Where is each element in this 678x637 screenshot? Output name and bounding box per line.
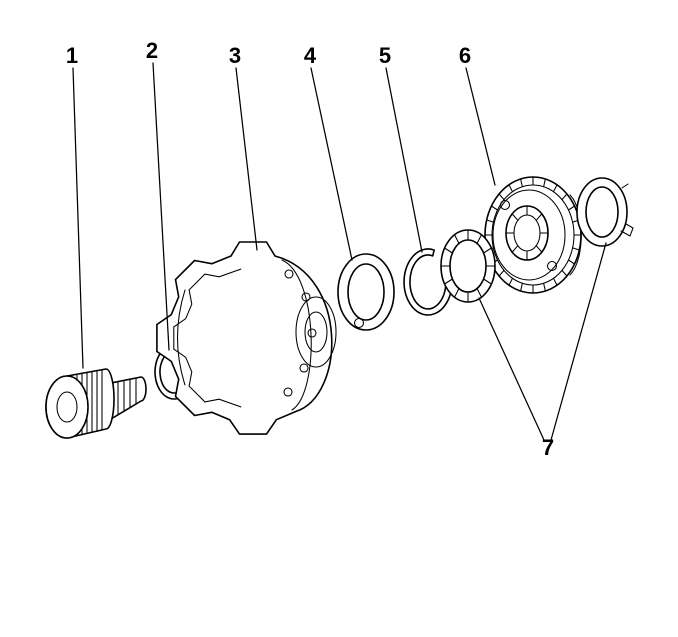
drum-bolt-hole xyxy=(301,292,311,302)
bearing-front-inner xyxy=(449,239,487,293)
carrier-depth-contour xyxy=(569,194,582,276)
part-bearing-ring-front xyxy=(440,229,496,303)
bearing-rear-tab xyxy=(620,183,634,237)
bearing-front-rollers xyxy=(440,229,496,303)
part-thrust-washer xyxy=(337,253,395,331)
carrier-sun-gear-splines xyxy=(505,205,549,261)
pinion-bore xyxy=(56,391,78,423)
drum-left-contour xyxy=(176,289,186,386)
leader-line-6 xyxy=(465,67,496,186)
drum-bolt-hole xyxy=(299,363,309,373)
leader-line-4 xyxy=(310,67,353,261)
part-bearing-ring-rear xyxy=(576,177,634,247)
carrier-face xyxy=(492,189,566,281)
drum-bolt-hole xyxy=(307,328,317,338)
part-input-pinion-gear xyxy=(45,368,147,439)
leader-line-7b xyxy=(550,242,607,441)
leader-line-7a xyxy=(478,297,545,441)
carrier-pinion-pin xyxy=(546,260,558,272)
leader-line-2 xyxy=(152,62,170,351)
callout-label-6: 6 xyxy=(459,43,471,68)
drum-bolt-holes xyxy=(283,269,317,397)
callout-label-4: 4 xyxy=(304,43,317,68)
drum-hub-ring-outer xyxy=(295,296,337,368)
leader-line-3 xyxy=(235,67,258,251)
leader-line-5 xyxy=(385,67,423,253)
part-clutch-drum xyxy=(156,241,337,435)
bearing-rear-inner xyxy=(585,186,619,238)
drum-hub-ring-inner xyxy=(304,311,328,353)
drum-bolt-hole xyxy=(283,387,293,397)
drum-bolt-hole xyxy=(284,269,294,279)
callout-label-3: 3 xyxy=(229,43,241,68)
callout-label-2: 2 xyxy=(146,38,158,63)
drum-dome-contour xyxy=(281,259,312,411)
drum-inner-castellation xyxy=(173,268,242,408)
washer-inner xyxy=(347,263,385,321)
part-planetary-carrier xyxy=(484,176,582,294)
callout-labels: 1 2 3 4 5 6 7 xyxy=(66,38,554,460)
callout-label-5: 5 xyxy=(379,43,391,68)
leader-line-1 xyxy=(72,67,84,369)
callout-label-1: 1 xyxy=(66,43,78,68)
washer-tab-hole xyxy=(353,317,365,329)
callout-label-7: 7 xyxy=(542,435,554,460)
carrier-pinion-pin xyxy=(499,199,511,211)
drum-silhouette xyxy=(156,241,333,435)
leader-lines xyxy=(72,62,607,441)
pinion-end-face xyxy=(45,375,89,439)
